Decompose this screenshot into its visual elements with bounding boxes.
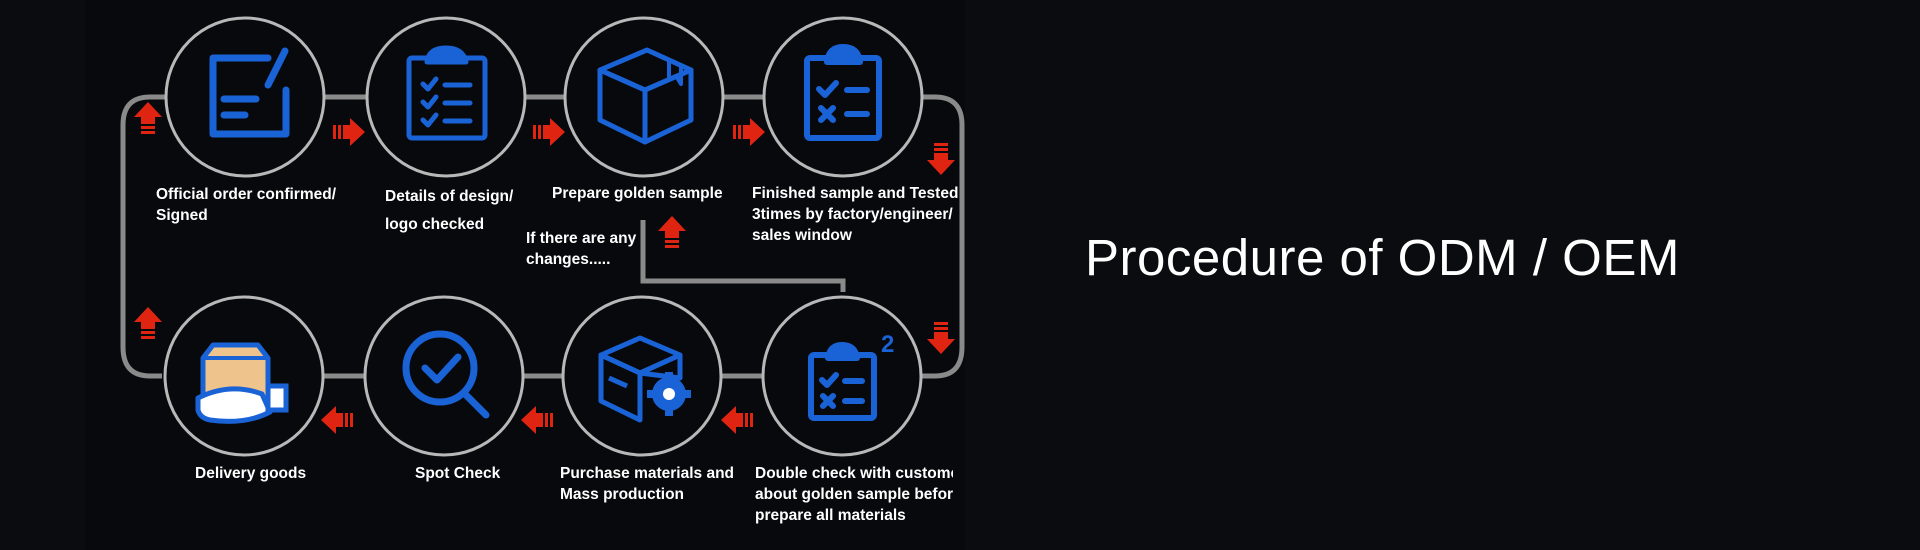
arrow-down-2 bbox=[927, 322, 955, 354]
magnifier-check-icon bbox=[402, 330, 490, 419]
edit-document-icon bbox=[209, 47, 290, 138]
arrow-left-1 bbox=[721, 406, 753, 434]
arrow-left-3 bbox=[321, 406, 353, 434]
arrow-left-2 bbox=[521, 406, 553, 434]
step-label-spot-check: Spot Check bbox=[415, 465, 501, 482]
circle-design-check bbox=[365, 16, 527, 178]
step-label-delivery: Delivery goods bbox=[195, 465, 307, 482]
circle-finished-sample bbox=[762, 16, 924, 178]
arrow-right-3 bbox=[733, 118, 765, 146]
arrow-up-1 bbox=[134, 102, 162, 134]
gear-icon bbox=[647, 372, 691, 416]
step-label-golden-sample: Prepare golden sample bbox=[552, 185, 723, 202]
checklist-clipboard-icon bbox=[406, 45, 488, 141]
box-gear-icon bbox=[598, 335, 683, 423]
step-label-design-check: Details of design/logo checked bbox=[385, 188, 514, 233]
page-title: Procedure of ODM / OEM bbox=[1085, 229, 1680, 286]
check-x-clipboard-squared-icon bbox=[808, 342, 877, 421]
hand-box-icon bbox=[195, 342, 289, 424]
check-x-clipboard-icon bbox=[804, 44, 882, 141]
superscript-label: 2 bbox=[881, 331, 894, 358]
step-label-official-order: Official order confirmed/Signed bbox=[156, 186, 337, 224]
arrow-right-2 bbox=[533, 118, 565, 146]
circle-double-check bbox=[761, 295, 923, 457]
arrow-up-changes bbox=[658, 216, 686, 248]
arrow-down-1 bbox=[927, 143, 955, 175]
arrow-up-2 bbox=[134, 307, 162, 339]
arrow-right-1 bbox=[333, 118, 365, 146]
box-icon bbox=[597, 47, 694, 145]
connector-lines bbox=[120, 94, 965, 379]
